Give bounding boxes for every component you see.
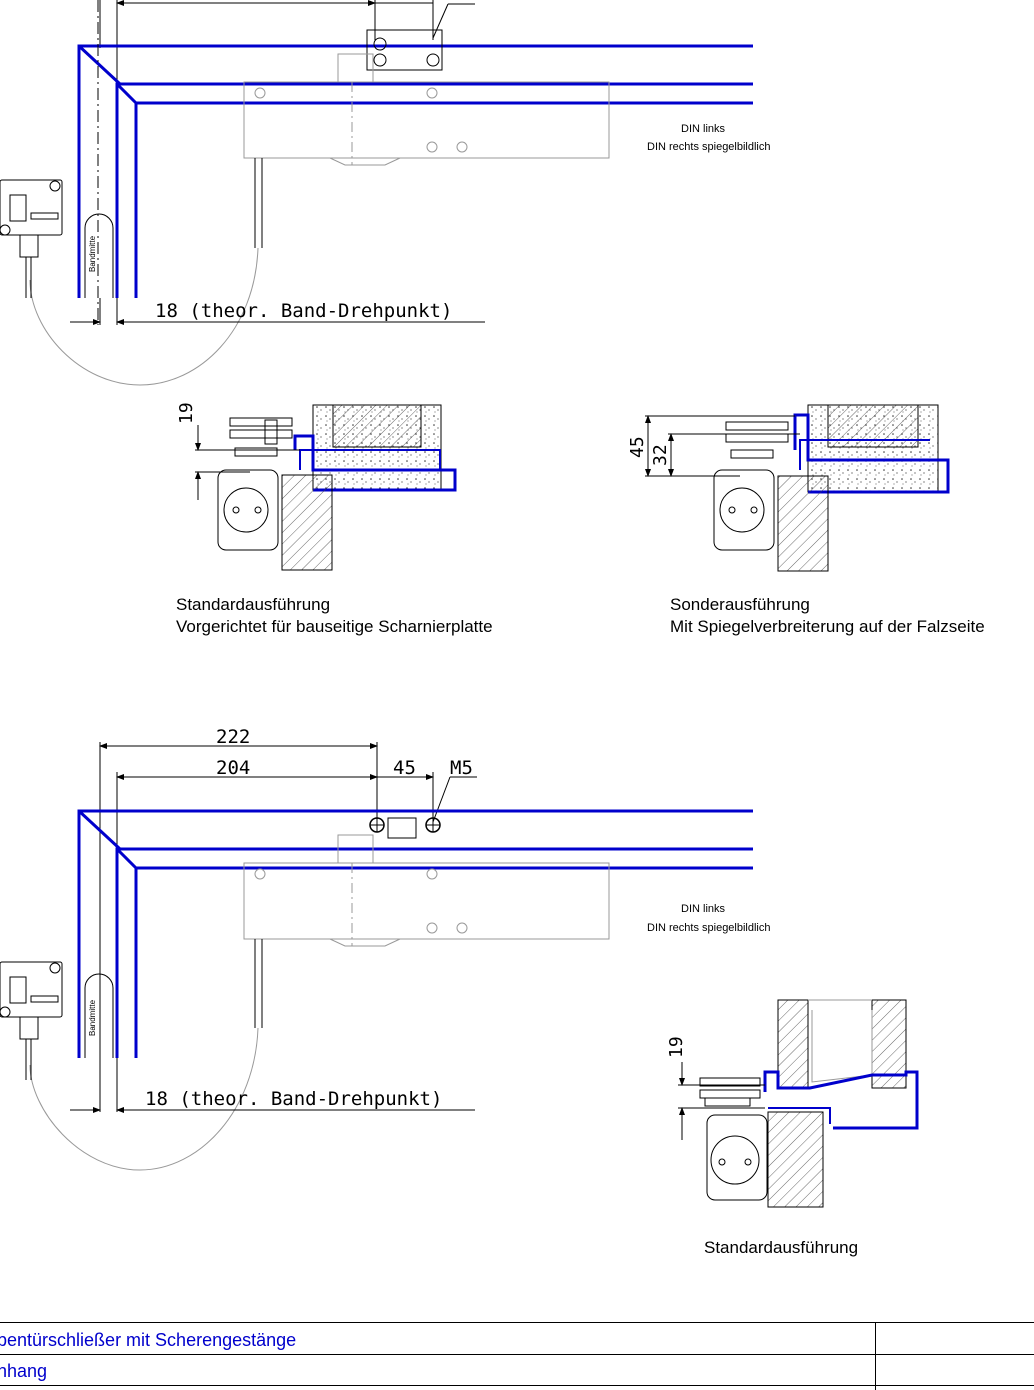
title-block-mid-border	[0, 1354, 1034, 1355]
detail-standard-section-2: 19	[666, 999, 919, 1208]
dim-spacing-label: 45	[393, 757, 416, 779]
dim-inner-label: 204	[216, 757, 250, 779]
din-right-label: DIN rechts spiegelbildlich	[647, 141, 771, 153]
door-frame-profile-2	[77, 809, 753, 1058]
detail-special-caption: Sonderausführung Mit Spiegelverbreiterun…	[670, 594, 985, 638]
pivot-dimension-label-2: 18 (theor. Band-Drehpunkt)	[145, 1088, 442, 1110]
door-closer-plan-view-2: 222 204 45 M5	[0, 726, 771, 1171]
detail-standard-caption: Standardausführung Vorgerichtet für baus…	[176, 594, 493, 638]
detail-standard-title: Standardausführung	[176, 595, 331, 614]
din-left-label-2: DIN links	[681, 903, 726, 915]
detail-special-section: 45 32	[627, 404, 950, 572]
dim-outer-label: 222	[216, 726, 250, 748]
door-frame-profile	[77, 44, 753, 298]
detail-standard-section: 19	[176, 402, 457, 571]
title-block-section: nhang	[0, 1361, 48, 1381]
pivot-dimension-label: 18 (theor. Band-Drehpunkt)	[155, 300, 452, 322]
detail-standard-2-dim: 19	[666, 1036, 687, 1058]
dim-thread-label: M5	[450, 757, 473, 779]
detail-special-title: Sonderausführung	[670, 595, 810, 614]
title-block-divider	[875, 1322, 876, 1390]
din-right-label-2: DIN rechts spiegelbildlich	[647, 922, 771, 934]
detail-special-subtitle: Mit Spiegelverbreiterung auf der Falzsei…	[670, 617, 985, 636]
detail-standard-dim: 19	[176, 402, 197, 424]
detail-standard-2-caption: Standardausführung	[704, 1238, 859, 1257]
bandmitte-label-2: Bandmitte	[88, 999, 97, 1036]
title-block-top-border	[0, 1322, 1034, 1323]
title-block-product: bentürschließer mit Scherengestänge	[0, 1330, 297, 1350]
detail-special-dim-outer: 45	[627, 436, 648, 458]
door-closer-plan-view-1: Bandmitte 18 (theor. Band-Drehpunkt) DIN…	[0, 0, 771, 386]
detail-standard-subtitle: Vorgerichtet für bauseitige Scharnierpla…	[176, 617, 493, 636]
detail-special-dim-inner: 32	[650, 444, 671, 466]
title-block-bottom-border	[0, 1385, 1034, 1386]
bandmitte-label: Bandmitte	[88, 235, 97, 272]
din-left-label: DIN links	[681, 123, 726, 135]
